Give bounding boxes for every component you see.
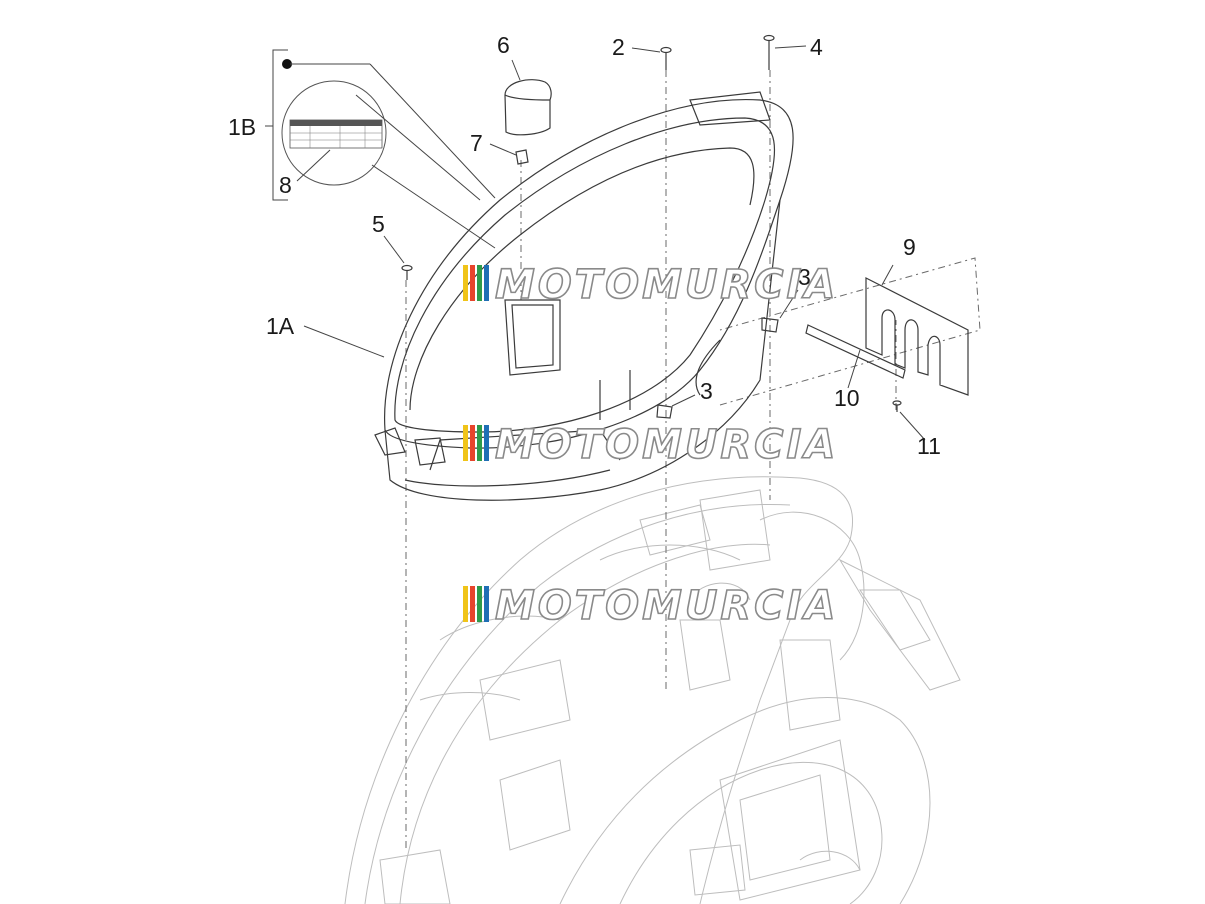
callout-6: 6 — [497, 32, 510, 58]
callout-1B: 1B — [228, 114, 256, 140]
watermark-stripe — [477, 586, 482, 622]
callout-1A: 1A — [266, 313, 295, 339]
part-2-screw — [631, 46, 672, 70]
part-9-shield-plate — [865, 264, 969, 396]
sticker-detail-circle — [281, 80, 496, 249]
watermark-stripe — [463, 265, 468, 301]
part-6-cap — [504, 59, 552, 136]
watermark-stripe — [477, 265, 482, 301]
watermark-stripe — [470, 265, 475, 301]
callout-8-leader — [296, 149, 331, 182]
callout-1A-leader — [303, 325, 385, 358]
part-11-screw — [892, 400, 926, 441]
watermark-stripe — [477, 425, 482, 461]
callout-10: 10 — [834, 385, 860, 411]
helmet-compartment-1A — [374, 91, 794, 501]
watermark-stripe — [463, 586, 468, 622]
watermark-3: MOTOMURCIA — [463, 582, 838, 630]
watermark-stripe — [484, 265, 489, 301]
scooter-frame-drawing — [344, 476, 961, 904]
watermark-1: MOTOMURCIA — [463, 261, 838, 309]
callout-4: 4 — [810, 34, 823, 60]
watermark-stripe — [470, 425, 475, 461]
part-3-speed-nut-upper — [761, 289, 799, 333]
watermark-stripe — [484, 425, 489, 461]
callout-1B-bracket — [265, 49, 496, 201]
callout-labels: 1B 1A 2 3 3 4 5 6 7 8 9 10 11 — [228, 32, 941, 459]
callout-9: 9 — [903, 234, 916, 260]
part-7-clip — [489, 143, 529, 165]
watermark-stripe — [470, 586, 475, 622]
part-4-screw — [763, 34, 807, 70]
watermark-text: MOTOMURCIA — [495, 583, 838, 629]
callout-8: 8 — [279, 172, 292, 198]
callout-3-upper: 3 — [798, 264, 811, 290]
watermark-stripe — [484, 586, 489, 622]
part-10-bracket-strip — [805, 324, 906, 389]
watermark-2: MOTOMURCIA — [463, 421, 838, 469]
callout-5: 5 — [372, 211, 385, 237]
callout-2: 2 — [612, 34, 625, 60]
watermark-text: MOTOMURCIA — [495, 262, 838, 308]
part-3-speed-nut-lower — [656, 394, 696, 419]
callout-7: 7 — [470, 130, 483, 156]
callout-11: 11 — [917, 433, 941, 459]
part-5-screw — [383, 235, 413, 280]
watermark-text: MOTOMURCIA — [495, 422, 838, 468]
callout-3-lower: 3 — [700, 378, 713, 404]
watermark-stripe — [463, 425, 468, 461]
